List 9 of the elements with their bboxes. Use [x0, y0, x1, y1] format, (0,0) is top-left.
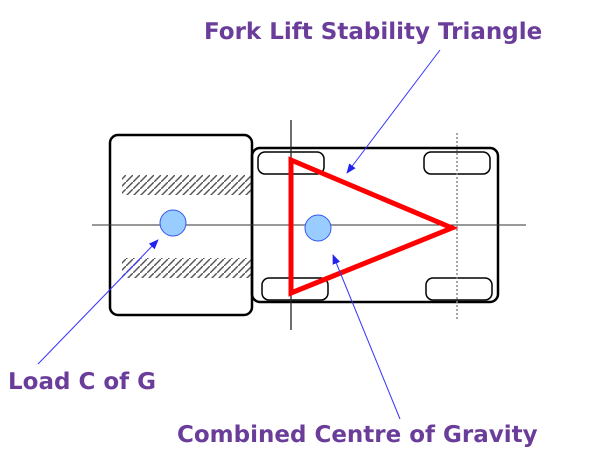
- centre-of-gravity-dot: [304, 214, 332, 242]
- callout-label: Combined Centre of Gravity: [177, 421, 538, 449]
- leader-line: [346, 50, 440, 174]
- leader-line: [38, 239, 159, 364]
- stability-triangle: [288, 156, 459, 297]
- callout-label: Load C of G: [8, 368, 156, 396]
- callout-label: Fork Lift Stability Triangle: [204, 18, 542, 46]
- leader-line: [332, 254, 400, 420]
- centre-of-gravity-dot: [160, 210, 186, 236]
